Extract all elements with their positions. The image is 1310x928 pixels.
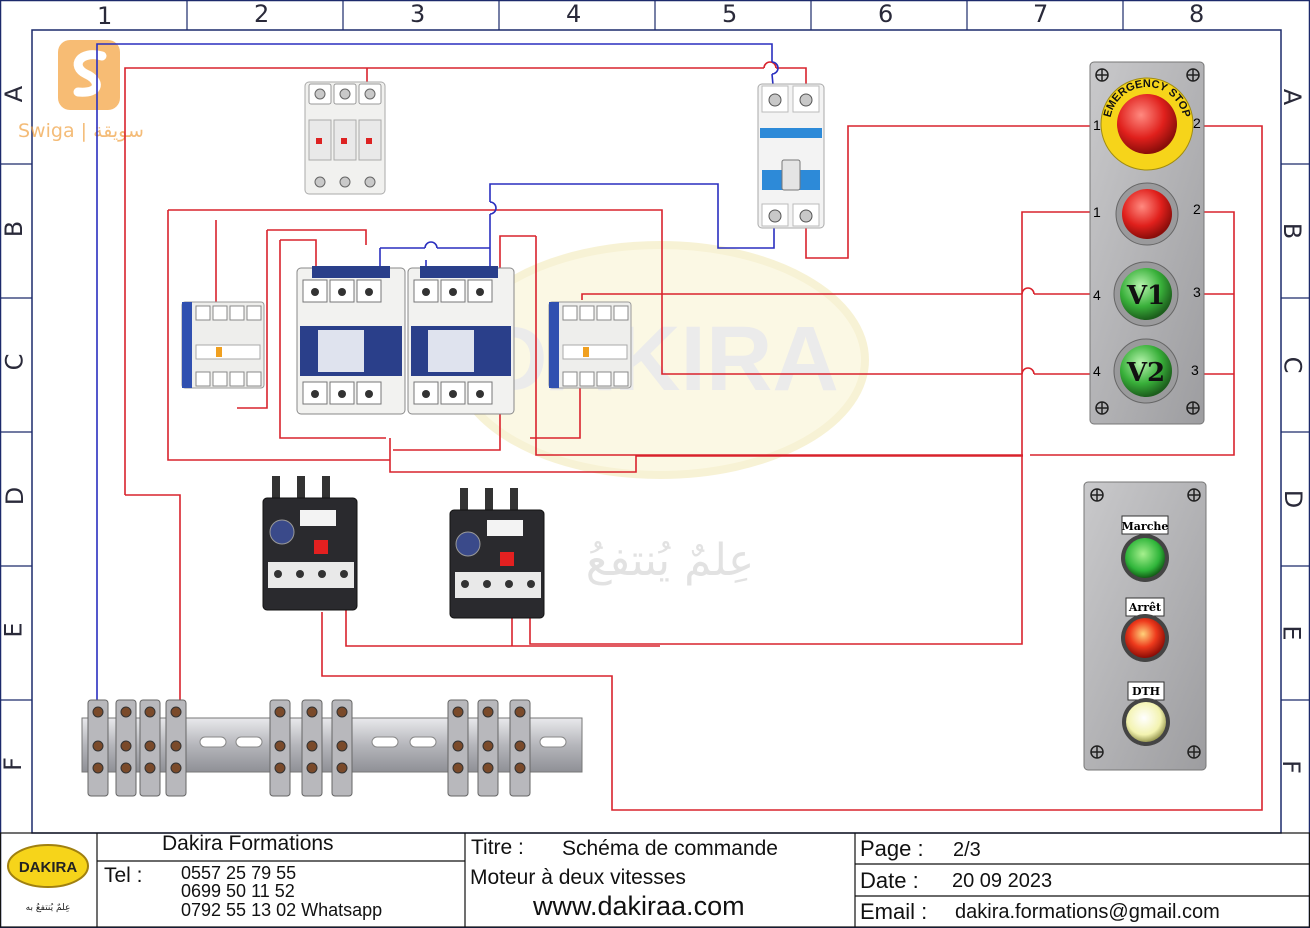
stop-terminal-1: 1 [1093, 204, 1101, 220]
company-name: Dakira Formations [162, 832, 334, 855]
column-label-1: 1 [97, 2, 113, 30]
column-label-8: 8 [1189, 0, 1205, 28]
v1-button-label: V1 [1126, 281, 1165, 311]
contactor-km2 [407, 266, 515, 415]
column-label-5: 5 [722, 0, 738, 28]
row-label-a-right: A [1278, 88, 1307, 106]
lamp-marche-label: Marche [1122, 520, 1169, 533]
row-label-e-right: E [1277, 625, 1306, 641]
v2-button-label: V2 [1126, 358, 1165, 388]
aux-contact-block-right [548, 301, 632, 389]
lamp-arret: Arrêt [1121, 597, 1169, 662]
column-label-6: 6 [878, 0, 894, 28]
titre-label: Titre : [471, 836, 524, 859]
drawing-subtitle: Moteur à deux vitesses [470, 866, 686, 889]
terminal-block [269, 699, 291, 797]
phone-1: 0557 25 79 55 [181, 863, 297, 883]
row-label-f-left: F [0, 757, 27, 771]
terminal-block [165, 699, 187, 797]
website-link[interactable]: www.dakiraa.com [533, 891, 745, 921]
lamp-dth: DTH [1122, 681, 1170, 746]
terminal-block [477, 699, 499, 797]
circuit-breaker [757, 83, 825, 229]
row-label-c-left: C [0, 353, 29, 371]
phone-3: 0792 55 13 02 Whatsapp [181, 900, 383, 920]
email-value[interactable]: dakira.formations@gmail.com [955, 901, 1220, 923]
dakira-logo-text: DAKIRA [19, 859, 77, 876]
terminal-block [139, 699, 161, 797]
swiga-logo-text: Swiga | سويقة [18, 120, 144, 142]
swiga-logo: Swiga | سويقة [18, 40, 144, 142]
column-label-4: 4 [566, 0, 582, 28]
stop-button[interactable] [1115, 182, 1179, 246]
watermark-arabic-text: عِلمٌ يُنتفعُ [586, 535, 755, 586]
date-label: Date : [860, 868, 919, 893]
tel-label: Tel : [104, 864, 143, 887]
page-value: 2/3 [953, 839, 981, 861]
stop-terminal-2: 2 [1193, 201, 1201, 217]
phone-2: 0699 50 11 52 [181, 881, 295, 901]
thermal-relay-1 [262, 476, 358, 611]
terminal-block [509, 699, 531, 797]
estop-terminal-1: 1 [1093, 117, 1101, 133]
terminal-block [331, 699, 353, 797]
v2-start-button[interactable]: V2 [1113, 338, 1179, 404]
v1-terminal-4: 4 [1093, 287, 1101, 303]
terminal-blocks [87, 699, 531, 797]
column-label-2: 2 [254, 0, 270, 28]
terminal-block [115, 699, 137, 797]
aux-contact-block-left [181, 301, 265, 389]
lamp-dth-label: DTH [1132, 685, 1160, 698]
dakira-logo: DAKIRA عِلمٌ يُنتفعُ به [7, 844, 89, 913]
row-label-e-left: E [0, 622, 28, 638]
row-label-b-right: B [1278, 222, 1307, 240]
v1-terminal-3: 3 [1193, 284, 1201, 300]
estop-terminal-2: 2 [1193, 115, 1201, 131]
row-label-d-left: D [1, 486, 30, 506]
thermal-relay-2 [449, 488, 545, 619]
row-label-a-left: A [0, 85, 29, 103]
watermark-center-text: DAKIRA [481, 308, 839, 410]
terminal-block [447, 699, 469, 797]
titre-value: Schéma de commande [562, 837, 778, 860]
terminal-block [87, 699, 109, 797]
column-label-7: 7 [1033, 0, 1049, 28]
fuse-holder [304, 81, 386, 195]
terminal-block [301, 699, 323, 797]
date-value: 20 09 2023 [952, 870, 1053, 892]
contactor-km1 [296, 266, 406, 415]
dakira-logo-sub: عِلمٌ يُنتفعُ به [26, 903, 71, 913]
emergency-stop-button[interactable]: EMERGENCY STOP [1100, 77, 1194, 171]
row-label-f-right: F [1276, 760, 1305, 774]
row-label-d-right: D [1279, 489, 1308, 509]
row-label-b-left: B [0, 220, 29, 238]
email-label: Email : [860, 899, 928, 924]
column-label-3: 3 [410, 0, 426, 28]
lamp-arret-label: Arrêt [1128, 601, 1162, 614]
v1-start-button[interactable]: V1 [1113, 261, 1179, 327]
page-label: Page : [860, 836, 924, 861]
v2-terminal-3: 3 [1191, 362, 1199, 378]
row-label-c-right: C [1278, 356, 1307, 374]
lamp-marche: Marche [1121, 515, 1169, 582]
v2-terminal-4: 4 [1093, 363, 1101, 379]
